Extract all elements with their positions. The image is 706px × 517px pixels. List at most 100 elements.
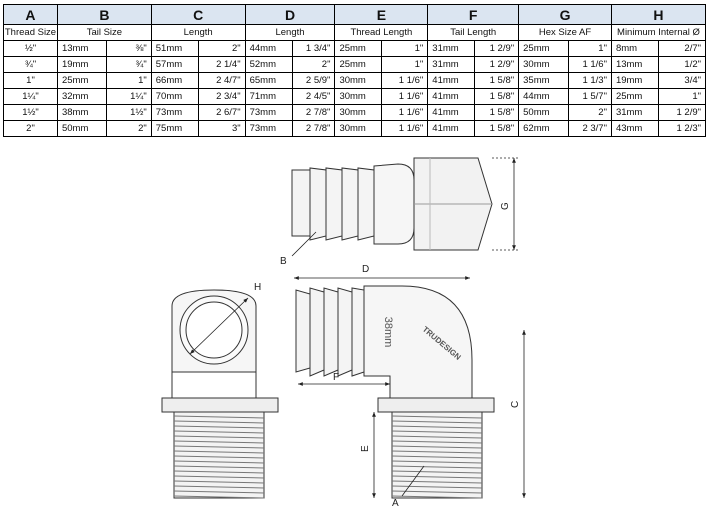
col-header-min-internal: Minimum Internal Ø — [610, 24, 706, 41]
cell-e-mm: 30mm — [334, 72, 383, 89]
cell-g-mm: 35mm — [518, 72, 570, 89]
cell-b-mm: 19mm — [56, 56, 107, 73]
cell-g-mm: 44mm — [518, 88, 570, 105]
cell-d-mm: 73mm — [244, 120, 293, 137]
cell-c-in: 2 6/7" — [197, 104, 246, 121]
cell-c-in: 2 4/7" — [197, 72, 246, 89]
cell-c-in: 2" — [197, 40, 246, 57]
dim-label-h: H — [254, 282, 261, 293]
size-mark-text: 38mm — [382, 317, 394, 348]
cell-g-in: 2" — [568, 104, 612, 121]
cell-e-in: 1 1/6" — [381, 120, 429, 137]
cell-a: ¾" — [3, 56, 58, 73]
dim-label-d: D — [362, 264, 369, 275]
table-subheader-row: Thread Size Tail Size Length Length Thre… — [3, 24, 706, 41]
cell-f-mm: 31mm — [427, 56, 476, 73]
cell-h-mm: 43mm — [610, 120, 659, 137]
cell-c-mm: 66mm — [150, 72, 199, 89]
elbow-fitting-drawing: 38mm TRUDESIGN G D F C E H B A — [161, 157, 526, 509]
col-letter-c: C — [150, 4, 246, 25]
cell-d-in: 1 3/4" — [291, 40, 336, 57]
cell-a: ½" — [3, 40, 58, 57]
cell-g-in: 1 1/6" — [568, 56, 612, 73]
cell-a: 1¼" — [3, 88, 58, 105]
cell-c-mm: 73mm — [150, 104, 199, 121]
cell-b-mm: 50mm — [56, 120, 107, 137]
cell-h-in: 1/2" — [657, 56, 706, 73]
cell-c-mm: 57mm — [150, 56, 199, 73]
cell-d-mm: 52mm — [244, 56, 293, 73]
cell-c-mm: 51mm — [150, 40, 199, 57]
col-letter-g: G — [518, 4, 612, 25]
cell-f-in: 1 5/8" — [474, 72, 520, 89]
col-letter-a: A — [3, 4, 58, 25]
cell-d-mm: 73mm — [244, 104, 293, 121]
cell-h-mm: 8mm — [610, 40, 659, 57]
cell-g-mm: 30mm — [518, 56, 570, 73]
cell-f-in: 1 2/9" — [474, 56, 520, 73]
cell-d-in: 2 7/8" — [291, 104, 336, 121]
cell-f-mm: 41mm — [427, 120, 476, 137]
cell-g-mm: 25mm — [518, 40, 570, 57]
col-header-tail-size: Tail Size — [56, 24, 152, 41]
dimension-lines — [189, 157, 526, 498]
cell-e-mm: 25mm — [334, 56, 383, 73]
cell-e-mm: 30mm — [334, 120, 383, 137]
cell-h-mm: 19mm — [610, 72, 659, 89]
col-letter-h: H — [610, 4, 706, 25]
cell-b-in: ¾" — [105, 56, 152, 73]
side-view-elbow — [295, 285, 495, 499]
cell-b-in: 1¼" — [105, 88, 152, 105]
cell-b-mm: 32mm — [56, 88, 107, 105]
col-header-thread-length: Thread Length — [334, 24, 429, 41]
cell-e-mm: 30mm — [334, 88, 383, 105]
cell-b-mm: 13mm — [56, 40, 107, 57]
cell-a: 1½" — [3, 104, 58, 121]
col-header-length-c: Length — [150, 24, 246, 41]
cell-d-in: 2 7/8" — [291, 120, 336, 137]
cell-e-in: 1 1/6" — [381, 104, 429, 121]
cell-f-mm: 41mm — [427, 104, 476, 121]
cell-c-mm: 75mm — [150, 120, 199, 137]
cell-g-in: 2 3/7" — [568, 120, 612, 137]
cell-h-mm: 31mm — [610, 104, 659, 121]
cell-h-in: 3/4" — [657, 72, 706, 89]
table-letter-row: A B C D E F G H — [3, 4, 706, 25]
cell-e-in: 1" — [381, 56, 429, 73]
spec-table: A B C D E F G H Thread Size Tail Size Le… — [3, 4, 706, 137]
col-header-length-d: Length — [244, 24, 336, 41]
dim-label-c: C — [510, 401, 521, 408]
cell-h-in: 1" — [657, 88, 706, 105]
cell-b-mm: 38mm — [56, 104, 107, 121]
cell-g-in: 1 5/7" — [568, 88, 612, 105]
cell-c-mm: 70mm — [150, 88, 199, 105]
cell-f-in: 1 5/8" — [474, 104, 520, 121]
dim-label-f: F — [333, 372, 339, 383]
cell-d-in: 2 4/5" — [291, 88, 336, 105]
cell-b-in: 1" — [105, 72, 152, 89]
cell-c-in: 2 3/4" — [197, 88, 246, 105]
cell-f-in: 1 2/9" — [474, 40, 520, 57]
col-letter-f: F — [427, 4, 520, 25]
cell-d-in: 2 5/9" — [291, 72, 336, 89]
cell-g-in: 1" — [568, 40, 612, 57]
cell-d-in: 2" — [291, 56, 336, 73]
cell-h-mm: 13mm — [610, 56, 659, 73]
cell-b-in: ⅜" — [105, 40, 152, 57]
cell-a: 2" — [3, 120, 58, 137]
cell-f-mm: 31mm — [427, 40, 476, 57]
cell-f-in: 1 5/8" — [474, 120, 520, 137]
cell-h-in: 1 2/3" — [657, 120, 706, 137]
cell-e-in: 1 1/6" — [381, 88, 429, 105]
col-header-tail-length: Tail Length — [427, 24, 520, 41]
col-letter-e: E — [334, 4, 429, 25]
cell-e-in: 1" — [381, 40, 429, 57]
end-view-elbow — [161, 289, 279, 499]
cell-b-in: 1½" — [105, 104, 152, 121]
cell-e-in: 1 1/6" — [381, 72, 429, 89]
cell-g-mm: 62mm — [518, 120, 570, 137]
